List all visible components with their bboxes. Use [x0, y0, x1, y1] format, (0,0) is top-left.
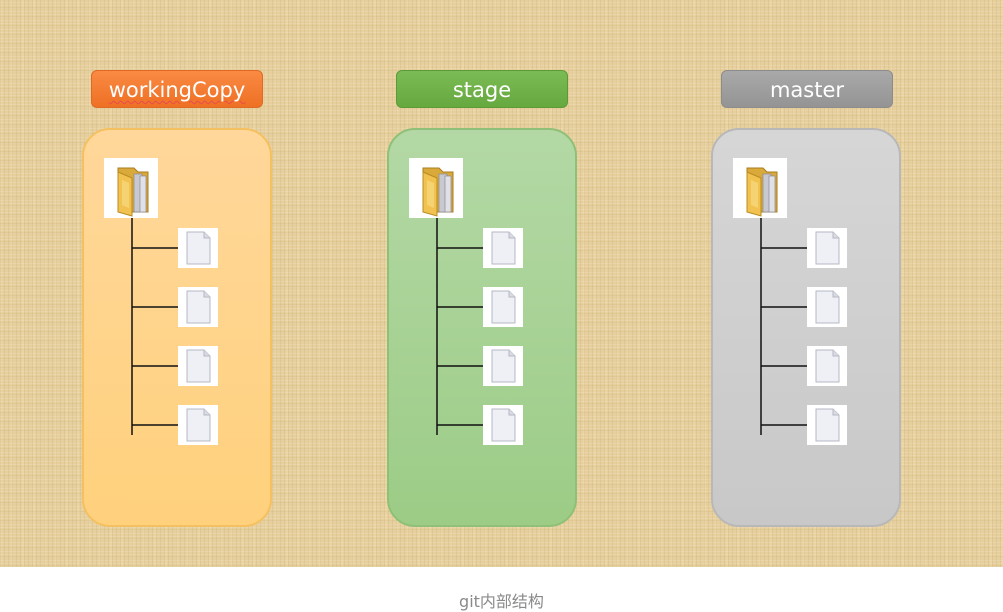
file-icon — [807, 228, 847, 268]
stage-label: stage — [396, 70, 568, 108]
file-icon — [483, 405, 523, 445]
stage-tree — [409, 158, 523, 445]
folder-icon — [733, 158, 787, 218]
master-panel — [711, 128, 901, 527]
file-icon — [807, 405, 847, 445]
file-icon — [178, 228, 218, 268]
file-icon — [483, 228, 523, 268]
folder-icon — [409, 158, 463, 218]
file-icon — [178, 287, 218, 327]
file-icon — [483, 346, 523, 386]
working-copy-panel — [82, 128, 272, 527]
file-icon — [807, 346, 847, 386]
file-icon — [807, 287, 847, 327]
master-tree — [733, 158, 847, 445]
diagram-canvas: workingCopy stage master — [0, 0, 1003, 567]
working-copy-label: workingCopy — [91, 70, 263, 108]
file-icon — [178, 346, 218, 386]
master-label: master — [721, 70, 893, 108]
file-icon — [178, 405, 218, 445]
folder-icon — [104, 158, 158, 218]
stage-panel — [387, 128, 577, 527]
file-icon — [483, 287, 523, 327]
figure-caption: git内部结构 — [459, 592, 544, 611]
working-copy-tree — [104, 158, 218, 445]
